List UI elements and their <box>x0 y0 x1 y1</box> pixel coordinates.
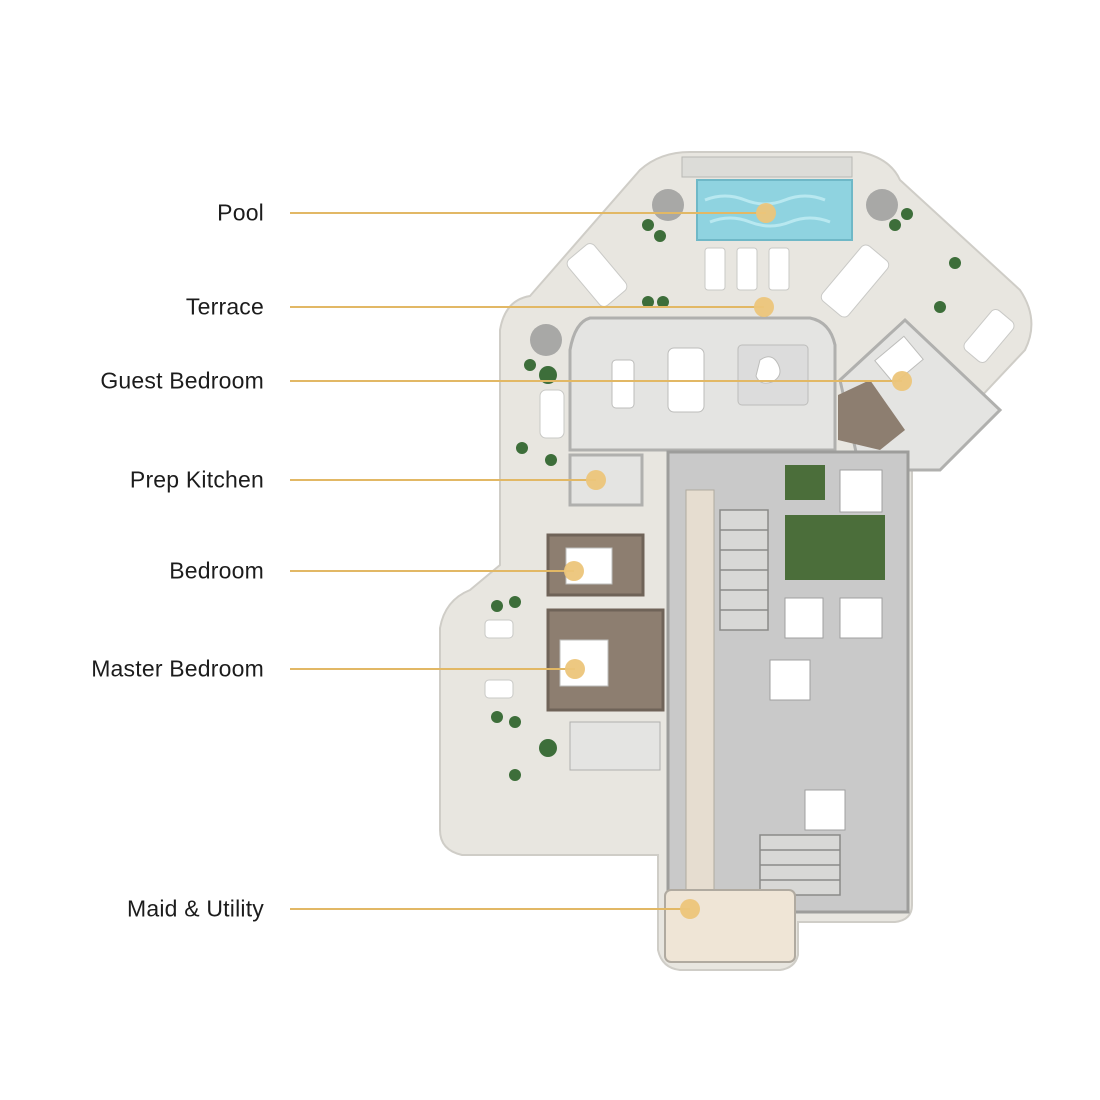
sun-loungers <box>704 247 790 291</box>
callout-prep-kitchen-dot <box>586 470 606 490</box>
callout-prep-kitchen-leader <box>290 479 596 481</box>
callout-bedroom-leader <box>290 570 574 572</box>
callout-terrace-leader <box>290 306 764 308</box>
outdoor-dining <box>484 243 1015 699</box>
callout-prep-kitchen-label: Prep Kitchen <box>129 466 264 493</box>
callout-guest-bedroom-dot <box>892 371 912 391</box>
callout-maid-utility-leader <box>290 908 690 910</box>
corridor <box>685 489 715 911</box>
green-wall <box>785 465 885 580</box>
service-rooms <box>769 469 883 831</box>
callout-master-bedroom-label: Master Bedroom <box>91 655 264 682</box>
planter <box>652 189 684 221</box>
callout-maid-utility-dot <box>680 899 700 919</box>
master-bath <box>569 721 661 771</box>
callout-guest-bedroom-leader <box>290 380 902 382</box>
callout-pool-label: Pool <box>217 199 264 226</box>
callout-bedroom-dot <box>564 561 584 581</box>
callout-guest-bedroom-label: Guest Bedroom <box>100 367 264 394</box>
callout-terrace-dot <box>754 297 774 317</box>
stairs <box>719 509 841 896</box>
guest-wood-floor <box>838 380 905 450</box>
callout-master-bedroom-dot <box>565 659 585 679</box>
callout-terrace-label: Terrace <box>185 293 264 320</box>
callout-master-bedroom-leader <box>290 668 575 670</box>
callout-bedroom-label: Bedroom <box>169 557 264 584</box>
callout-maid-utility-label: Maid & Utility <box>127 895 264 922</box>
living-furniture <box>611 344 809 413</box>
pool-railing <box>681 156 853 178</box>
callout-pool-dot <box>756 203 776 223</box>
greenery <box>491 208 961 781</box>
planter <box>866 189 898 221</box>
guest-bed <box>874 335 924 385</box>
planter <box>530 324 562 356</box>
callout-pool-leader <box>290 212 766 214</box>
